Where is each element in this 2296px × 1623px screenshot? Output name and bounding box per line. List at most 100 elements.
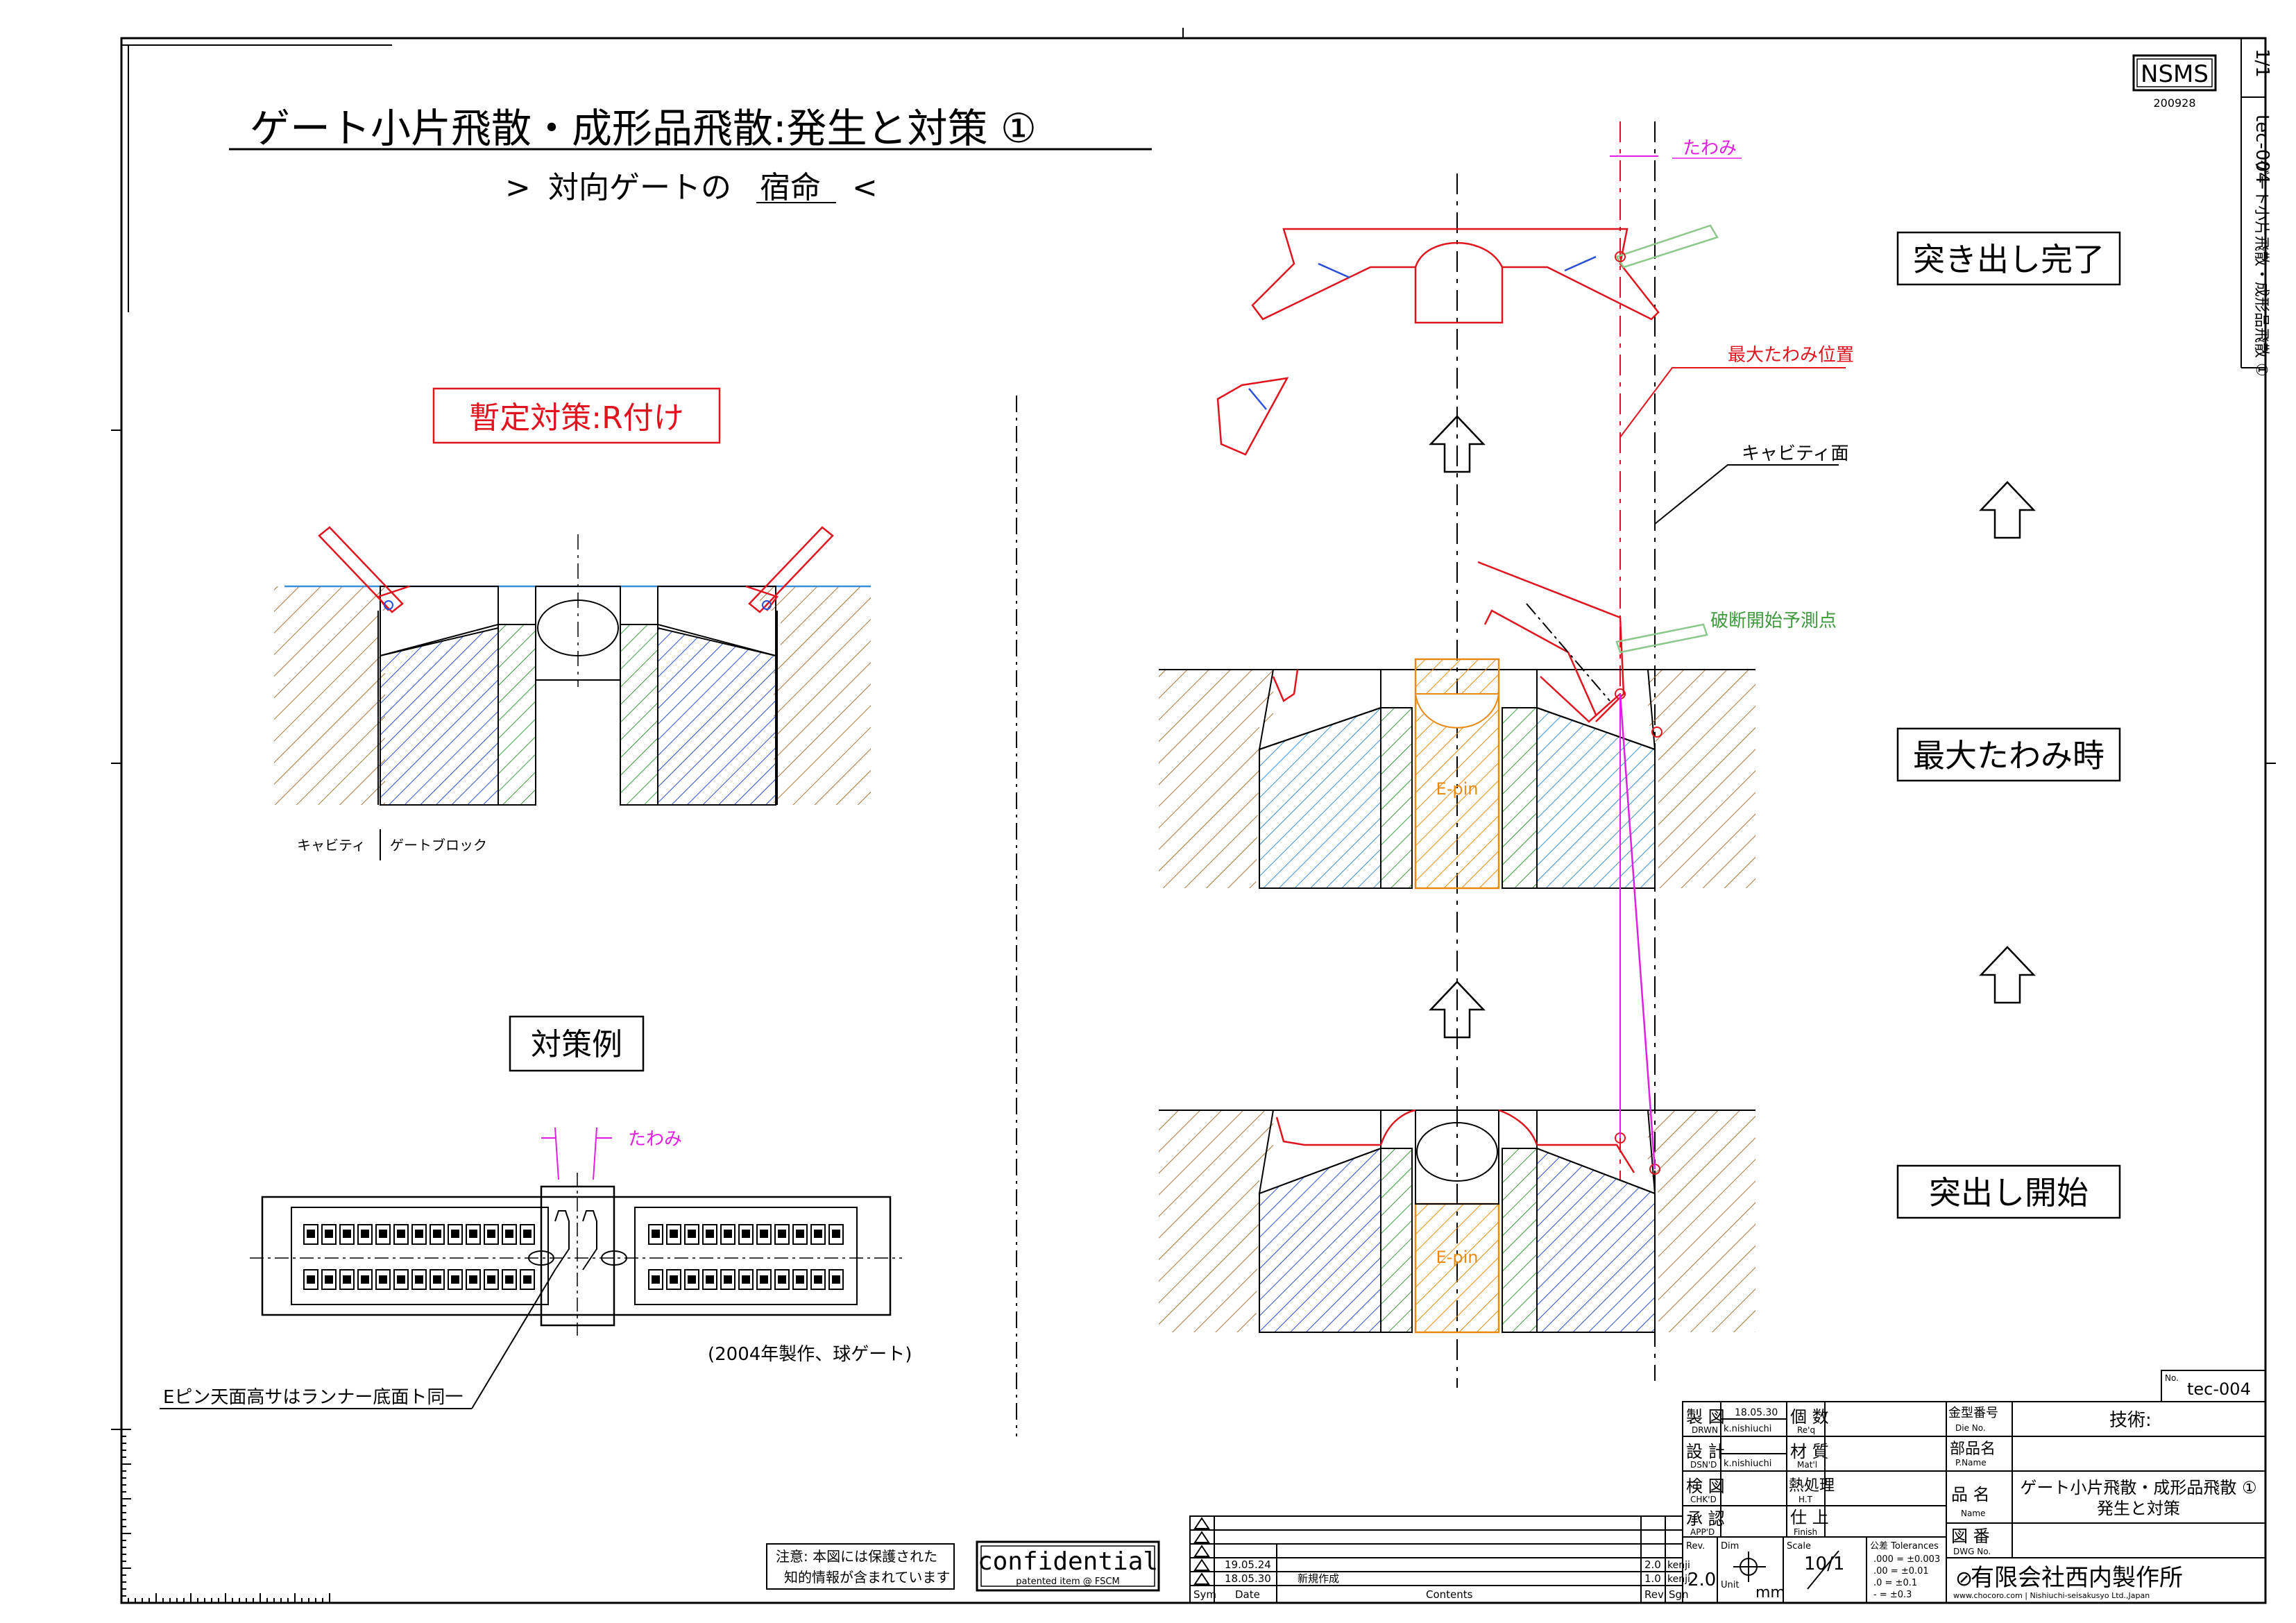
rev-num-1: 2.0 <box>1644 1558 1661 1571</box>
connector-pin-core <box>832 1230 840 1238</box>
rev-num-2: 1.0 <box>1644 1572 1661 1585</box>
tb-die-sub: Die No. <box>1955 1423 1986 1433</box>
connector-pin-core <box>523 1275 532 1284</box>
epin-label-bottom: E-pin <box>1436 1248 1479 1267</box>
stage-complete-box <box>1896 231 2121 286</box>
notice-line2: 知的情報が含まれています <box>784 1569 950 1586</box>
tb-design-sub: DSN'D <box>1690 1460 1717 1470</box>
connector-pin-core <box>307 1275 315 1284</box>
connector-pin-core <box>361 1230 369 1238</box>
rev-head-contents: Contents <box>1426 1588 1473 1601</box>
connector-pin-core <box>706 1230 714 1238</box>
ejected-part-complete <box>1216 224 1719 456</box>
tb-company: 有限会社西内製作所 <box>1971 1564 2183 1592</box>
tb-drawn-sub: DRWN <box>1692 1425 1718 1435</box>
connector-pin-core <box>724 1230 732 1238</box>
stage-complete: 突き出し完了 <box>1913 241 2104 278</box>
tb-approve-label: 承 認 <box>1686 1509 1725 1529</box>
fracture-point: 破断開始予測点 <box>1710 611 1837 631</box>
stage-start: 突出し開始 <box>1929 1174 2089 1212</box>
connector-pin-core <box>397 1275 405 1284</box>
connector-pin-core <box>487 1275 495 1284</box>
tb-material-sub: Mat'l <box>1797 1460 1817 1470</box>
connector-example <box>250 1173 902 1336</box>
tb-company-url: www.chocoro.com | Nishiuchi-seisakusyo L… <box>1953 1591 2150 1600</box>
gate-block-label: ゲートブロック <box>390 837 487 853</box>
tb-die-value: 技術: <box>2109 1410 2152 1431</box>
tb-drawn-date: 18.05.30 <box>1735 1407 1778 1418</box>
header: ゲート小片飛散・成形品飛散:発生と対策 ① > 対向ゲートの 宿命 < NSMS… <box>229 49 2272 377</box>
tb-tol-2: .00 = ±0.01 <box>1873 1566 1929 1577</box>
epin-label-middle: E-pin <box>1436 779 1479 799</box>
title-block-labels: 製 図 DRWN 18.05.30 k.nishiuchi 設 計 DSN'D … <box>1686 1373 2257 1601</box>
connector-pin-core <box>688 1275 696 1284</box>
example-label: 対策例 <box>531 1027 622 1062</box>
connector-pin-core <box>379 1230 387 1238</box>
tb-tol-4: - = ±0.3 <box>1873 1590 1912 1600</box>
rev-date-1: 19.05.24 <box>1225 1558 1271 1571</box>
connector-pin-core <box>670 1230 678 1238</box>
stage-max: 最大たわみ時 <box>1913 737 2104 774</box>
rev-content-2: 新規作成 <box>1298 1572 1339 1585</box>
connector-pin-core <box>742 1275 750 1284</box>
epin-note: Eピン天面高サはランナー底面ト同一 <box>163 1387 463 1408</box>
tb-drawn-by: k.nishiuchi <box>1724 1424 1771 1434</box>
tb-heat-sub: H.T <box>1798 1495 1813 1504</box>
example-deflection-label: たわみ <box>628 1129 682 1150</box>
subtitle-underlined: 宿命 <box>760 170 821 205</box>
tb-qty-label: 個 数 <box>1790 1407 1829 1427</box>
connector-pin-core <box>778 1275 786 1284</box>
revision-header: Sym Date Contents Rev Sgn <box>1193 1588 1689 1601</box>
connector-pin-core <box>724 1275 732 1284</box>
connector-pin-core <box>760 1275 768 1284</box>
tb-scale-label: Scale <box>1787 1541 1811 1552</box>
connector-pin-core <box>505 1230 513 1238</box>
stage-max-box <box>1896 727 2121 782</box>
gate-cross-section <box>274 526 871 806</box>
tb-design-label: 設 計 <box>1686 1442 1725 1461</box>
side-title: ゲート小片飛散・成形品飛散 ① <box>2252 160 2270 377</box>
revision-row-2: 18.05.30 新規作成 1.0 kenji <box>1225 1572 1690 1585</box>
connector-pin-core <box>325 1275 333 1284</box>
tb-drawn-label: 製 図 <box>1686 1407 1725 1427</box>
connector-pin-core <box>688 1230 696 1238</box>
connector-pin-core <box>832 1275 840 1284</box>
mark-date: 200928 <box>2153 96 2195 110</box>
tb-tol-label: 公差 Tolerances <box>1870 1541 1939 1552</box>
connector-pin-core <box>670 1275 678 1284</box>
tb-qty-sub: Re'q <box>1797 1425 1815 1435</box>
connector-pin-core <box>505 1275 513 1284</box>
tb-tol-3: .0 = ±0.1 <box>1873 1578 1917 1588</box>
rev-sign-2: kenji <box>1667 1574 1690 1585</box>
tb-design-by: k.nishiuchi <box>1724 1459 1771 1469</box>
tb-unit-label: Unit <box>1721 1580 1739 1590</box>
side-sheet: 1/1 <box>2252 49 2272 78</box>
connector-pin-core <box>397 1230 405 1238</box>
page-title: ゲート小片飛散・成形品飛散:発生と対策 ① <box>250 105 1037 152</box>
tb-rev-label: Rev. <box>1686 1541 1705 1552</box>
notice-line1: 注意: 本図には保護された <box>776 1548 937 1565</box>
connector-pin-core <box>487 1230 495 1238</box>
rev-head-rev: Rev <box>1644 1588 1664 1601</box>
connector-pin-core <box>523 1230 532 1238</box>
stage-start-box <box>1896 1164 2121 1219</box>
subtitle-main: 対向ゲートの <box>548 170 731 205</box>
rev-head-sym: Sym <box>1193 1588 1216 1601</box>
patented-note: patented item @ FSCM <box>1016 1577 1119 1587</box>
section-max-deflection: E-pin <box>1159 561 1755 890</box>
connector-pin-core <box>469 1275 477 1284</box>
tb-dim-label: Dim <box>1721 1541 1739 1552</box>
connector-pin-core <box>760 1230 768 1238</box>
title-block <box>1682 1370 2266 1604</box>
connector-pin-core <box>379 1275 387 1284</box>
revision-row-1: 19.05.24 2.0 kenji <box>1225 1558 1690 1571</box>
connector-pin-core <box>814 1230 822 1238</box>
example-note: (2004年製作、球ゲート) <box>708 1344 912 1365</box>
connector-pin-core <box>343 1275 351 1284</box>
tb-no-value: tec-004 <box>2187 1379 2251 1399</box>
connector-pin-core <box>796 1275 804 1284</box>
tb-scale-value: 10/1 <box>1804 1554 1844 1574</box>
subtitle-suffix: < <box>852 170 878 205</box>
rev-head-date: Date <box>1235 1588 1260 1601</box>
connector-pin-core <box>706 1275 714 1284</box>
